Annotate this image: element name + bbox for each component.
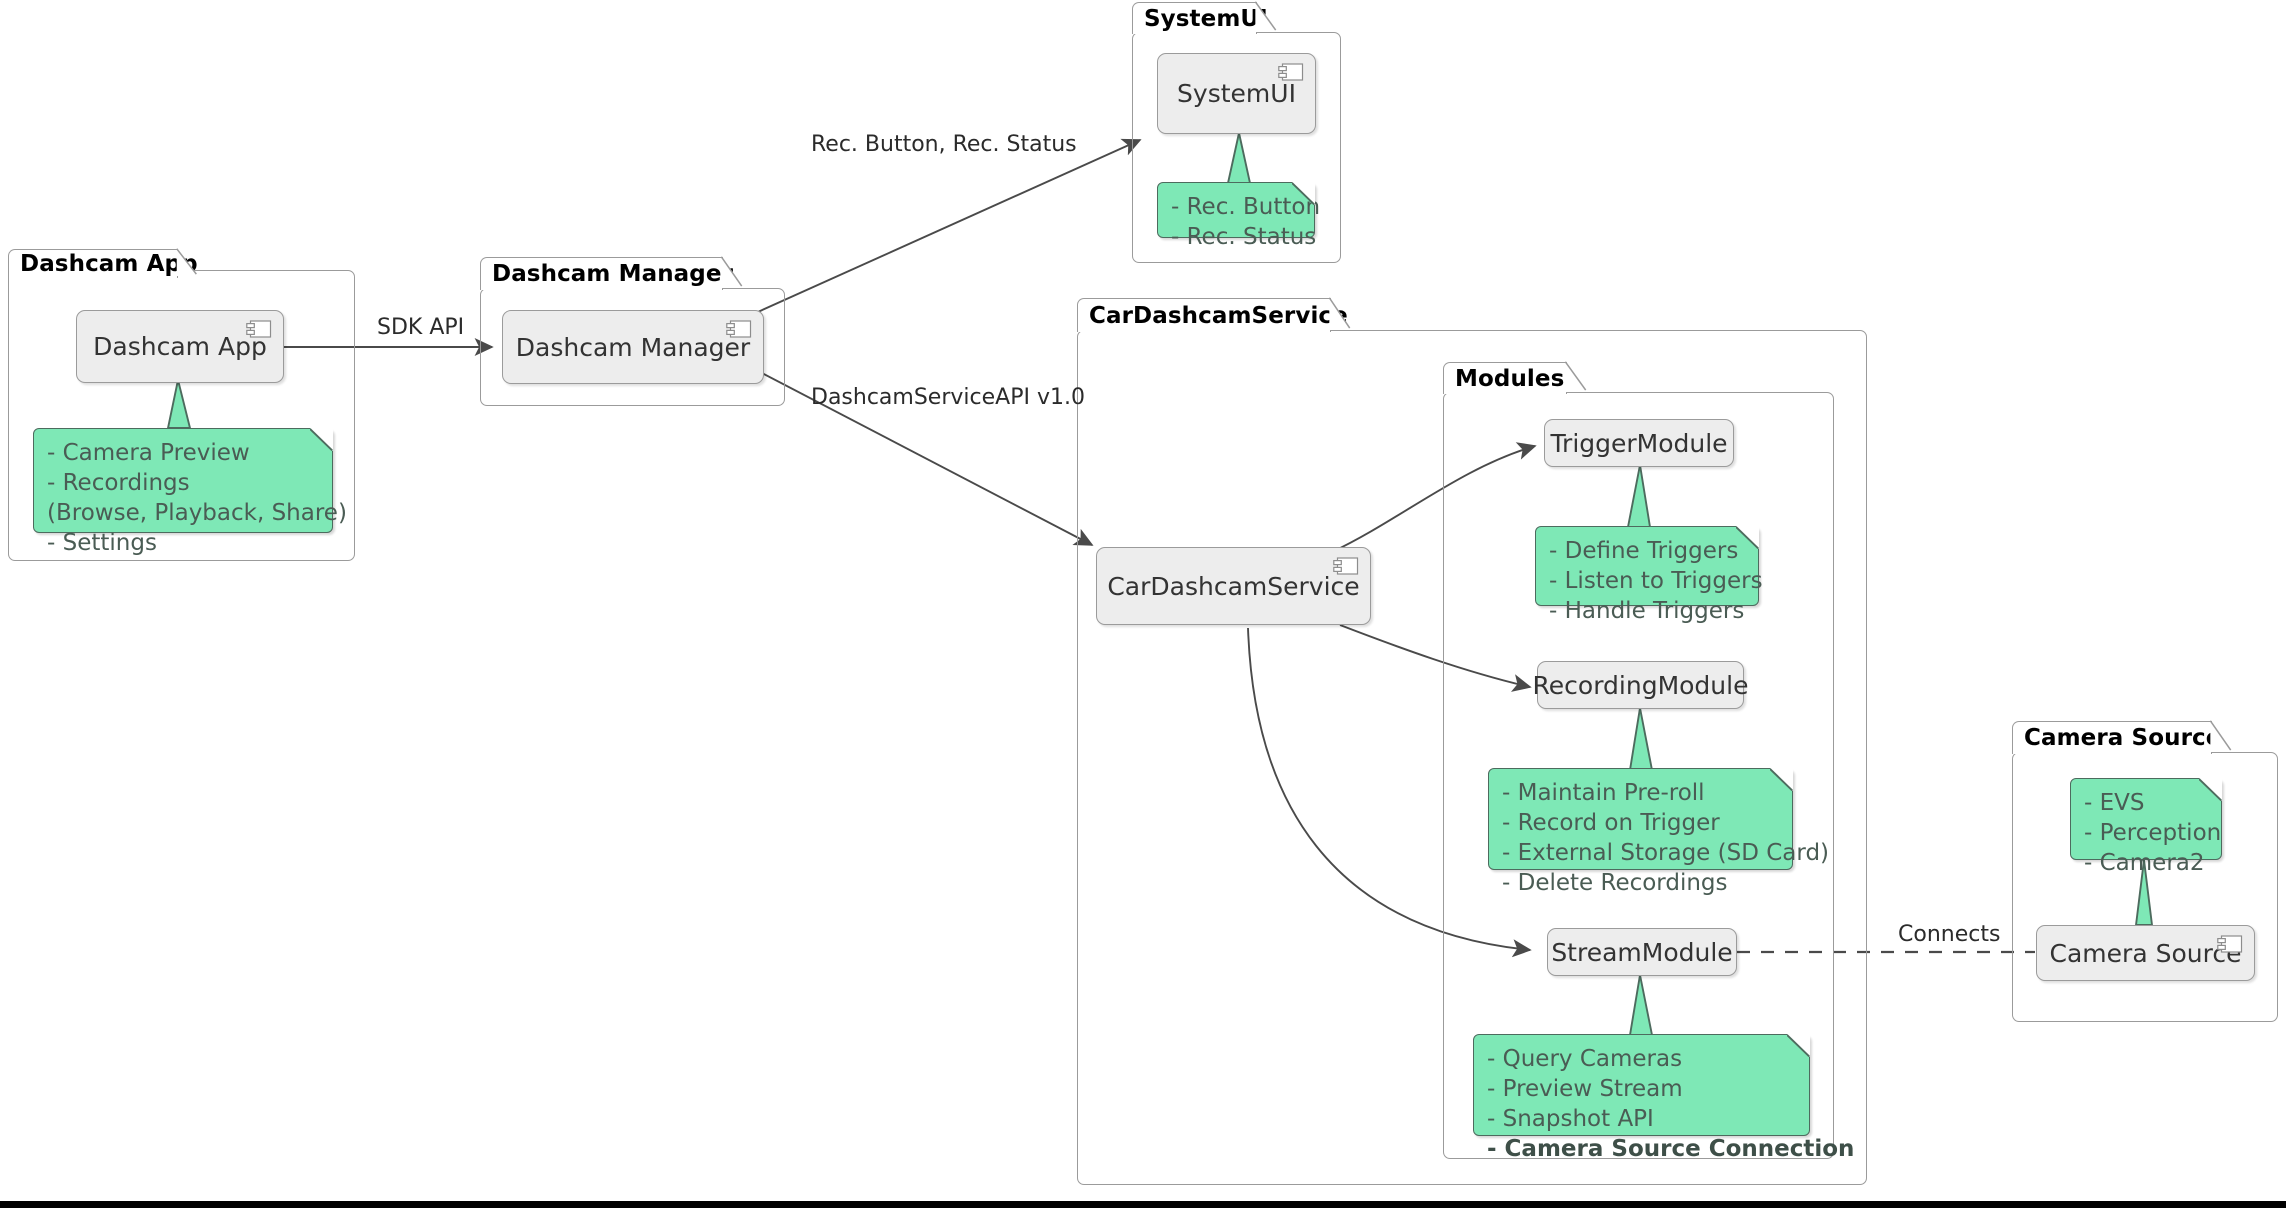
dashcam-service-api-edge bbox=[759, 371, 1094, 546]
package-modules bbox=[1443, 392, 1834, 1159]
component-icon bbox=[1278, 63, 1304, 81]
component-label-stream-module: StreamModule bbox=[1551, 937, 1733, 967]
note-line: - Settings bbox=[47, 530, 157, 557]
component-icon bbox=[1333, 557, 1359, 575]
note-line: - Recordings bbox=[47, 470, 190, 497]
edge-label-rec-button-status: Rec. Button, Rec. Status bbox=[811, 132, 1077, 157]
component-dashcam-app[interactable]: Dashcam App bbox=[76, 310, 284, 383]
note-line: (Browse, Playback, Share) bbox=[47, 500, 347, 527]
component-car-dashcam-service[interactable]: CarDashcamService bbox=[1096, 547, 1371, 625]
component-label-trigger-module: TriggerModule bbox=[1550, 428, 1728, 458]
package-title-dashcam-manager: Dashcam Manager bbox=[492, 261, 734, 287]
note-line: - Listen to Triggers bbox=[1549, 568, 1763, 595]
note-line: - Query Cameras bbox=[1487, 1046, 1683, 1072]
note-line: - Camera Preview bbox=[47, 440, 250, 466]
component-label-camera-source: Camera Source bbox=[2049, 938, 2242, 968]
package-title-car-dashcam-service: CarDashcamService bbox=[1089, 302, 1348, 329]
edge-label-dashcam-service-api: DashcamServiceAPI v1.0 bbox=[811, 385, 1085, 410]
note-line: - Snapshot API bbox=[1487, 1106, 1654, 1133]
edge-label-sdk-api: SDK API bbox=[377, 315, 465, 340]
bottom-strip bbox=[0, 1201, 2286, 1208]
package-car-dashcam-service bbox=[1077, 330, 1867, 1185]
note-line: - Perception bbox=[2084, 820, 2222, 847]
recording-module-edge bbox=[1339, 624, 1532, 692]
note-system-ui: - Rec. Button - Rec. Status bbox=[1157, 182, 1321, 250]
note-line: - Camera2 bbox=[2084, 850, 2205, 877]
component-trigger-module[interactable]: TriggerModule bbox=[1544, 419, 1734, 467]
note-line: - Preview Stream bbox=[1487, 1076, 1683, 1103]
component-label-car-dashcam-service: CarDashcamService bbox=[1107, 571, 1360, 601]
rec-button-status-edge bbox=[739, 138, 1142, 321]
component-system-ui[interactable]: SystemUI bbox=[1157, 53, 1316, 134]
package-tab-dashcam-manager: Dashcam Manager bbox=[480, 256, 743, 290]
component-label-recording-module: RecordingModule bbox=[1532, 670, 1749, 700]
note-line: - Define Triggers bbox=[1549, 538, 1739, 564]
component-label-dashcam-manager: Dashcam Manager bbox=[515, 332, 751, 362]
package-tab-modules: Modules bbox=[1443, 361, 1587, 394]
package-title-dashcam-app: Dashcam App bbox=[20, 251, 198, 277]
note-trigger-module: - Define Triggers - Listen to Triggers -… bbox=[1535, 526, 1763, 624]
component-stream-module[interactable]: StreamModule bbox=[1547, 928, 1737, 976]
note-line: - Rec. Status bbox=[1171, 224, 1317, 251]
note-line: - Rec. Button bbox=[1171, 194, 1321, 220]
note-recording-module: - Maintain Pre-roll - Record on Trigger … bbox=[1488, 768, 1830, 896]
note-dashcam-app: - Camera Preview - Recordings (Browse, P… bbox=[33, 428, 347, 556]
package-tab-system-ui: SystemUI bbox=[1132, 1, 1277, 34]
note-line: - Delete Recordings bbox=[1502, 870, 1728, 897]
note-line: - Record on Trigger bbox=[1502, 810, 1720, 837]
component-label-dashcam-app: Dashcam App bbox=[93, 332, 267, 361]
note-line: - Maintain Pre-roll bbox=[1502, 780, 1705, 806]
stream-module-edge bbox=[1247, 627, 1532, 958]
package-title-camera-source: Camera Source bbox=[2024, 725, 2222, 751]
note-line: - External Storage (SD Card) bbox=[1502, 840, 1830, 867]
package-title-modules: Modules bbox=[1455, 365, 1565, 392]
component-camera-source[interactable]: Camera Source bbox=[2036, 925, 2255, 981]
package-tab-car-dashcam-service: CarDashcamService bbox=[1077, 297, 1351, 332]
edge-label-connects: Connects bbox=[1891, 922, 2008, 947]
note-line: - Handle Triggers bbox=[1549, 598, 1745, 625]
component-icon bbox=[246, 320, 272, 338]
note-stream-module: - Query Cameras - Preview Stream - Snaps… bbox=[1473, 1034, 1854, 1162]
component-recording-module[interactable]: RecordingModule bbox=[1533, 661, 1748, 709]
package-tab-camera-source: Camera Source bbox=[2012, 720, 2232, 754]
component-label-system-ui: SystemUI bbox=[1177, 79, 1296, 108]
note-line: - Camera Source Connection bbox=[1487, 1136, 1855, 1163]
component-dashcam-manager[interactable]: Dashcam Manager bbox=[502, 310, 764, 384]
note-line: - EVS bbox=[2084, 790, 2145, 816]
note-camera-source: - EVS - Perception - Camera2 bbox=[2070, 778, 2222, 876]
component-icon bbox=[726, 320, 752, 338]
component-icon bbox=[2217, 935, 2243, 953]
package-tab-dashcam-app: Dashcam App bbox=[8, 248, 198, 278]
package-title-system-ui: SystemUI bbox=[1144, 5, 1268, 32]
trigger-module-edge bbox=[1331, 442, 1537, 553]
